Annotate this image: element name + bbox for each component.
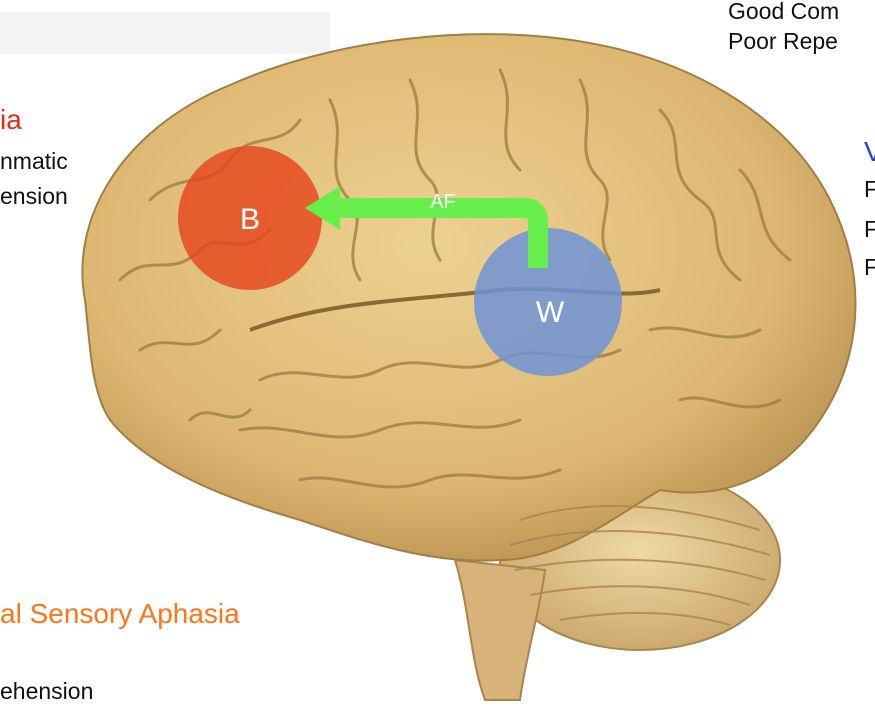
right-line-2: F: [864, 218, 875, 241]
arcuate-fasciculus-label: AF: [430, 191, 456, 213]
top-faint-banner: [0, 12, 330, 54]
left-line-2: ension: [0, 185, 68, 208]
right-line-3: F: [864, 256, 875, 279]
left-line-1: nmatic: [0, 150, 68, 173]
cerebrum: [82, 34, 855, 561]
bottom-left-line-1: ehension: [0, 680, 93, 703]
top-right-line-1: Good Com: [728, 0, 839, 23]
broca-label: B: [240, 203, 260, 236]
top-right-line-2: Poor Repe: [728, 30, 838, 53]
wernicke-aphasia-title: V: [864, 138, 875, 166]
wernicke-label: W: [536, 296, 565, 329]
broca-aphasia-title: ia: [0, 106, 22, 134]
right-line-1: F: [864, 178, 875, 201]
transcortical-sensory-aphasia-title: al Sensory Aphasia: [0, 600, 240, 628]
brainstem: [455, 560, 545, 700]
